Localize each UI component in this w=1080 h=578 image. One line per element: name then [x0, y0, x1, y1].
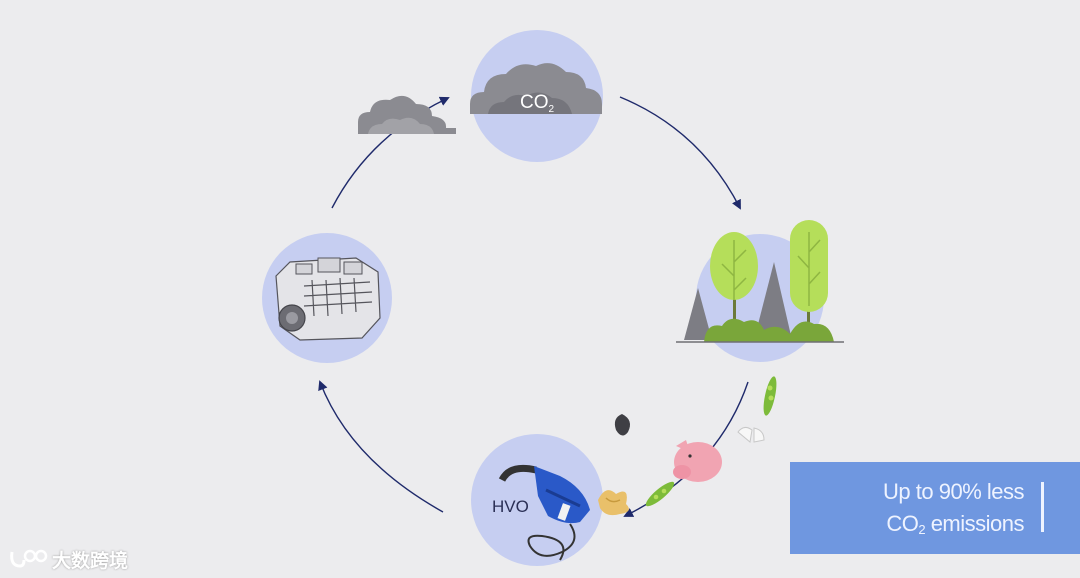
emissions-callout: Up to 90% less CO2 emissions: [790, 462, 1080, 554]
fuel-nozzle-icon: [498, 464, 590, 561]
callout-accent-bar: [1041, 482, 1044, 532]
mountain-icon: [754, 262, 792, 340]
banana-peel-icon: [598, 490, 629, 516]
callout-line-1: Up to 90% less: [883, 479, 1024, 504]
watermark-text: 大数跨境: [52, 549, 129, 572]
callout-line-2: CO2 emissions: [886, 511, 1024, 537]
co2-label: CO2: [520, 92, 555, 115]
arrow-co2-to-forest: [619, 96, 741, 210]
fuel-node: HVO: [471, 434, 603, 566]
co2-cloud-icon: CO2: [470, 63, 602, 115]
engine-node: [262, 233, 392, 363]
pea-pod-icon: [645, 481, 675, 507]
feedstock-illustrations: [598, 376, 777, 516]
watermark: 大数跨境: [8, 546, 128, 572]
arrow-engine-to-co2: [331, 96, 450, 209]
exhaust-cloud-icon: [358, 95, 456, 134]
eggshell-icon: [737, 426, 765, 443]
pea-pod-icon: [763, 376, 777, 416]
arrow-fuel-to-engine: [318, 380, 444, 513]
hvo-label: HVO: [492, 497, 529, 516]
co2-node: CO2: [470, 30, 603, 162]
pig-icon: [673, 440, 722, 482]
forest-icon: [676, 220, 844, 343]
seed-icon: [614, 414, 630, 436]
forest-node: [676, 220, 844, 362]
engine-icon: [275, 257, 381, 341]
mountain-icon: [684, 288, 712, 340]
emissions-callout-text: Up to 90% less CO2 emissions: [790, 476, 1024, 546]
watermark-logo-icon: [10, 549, 48, 568]
